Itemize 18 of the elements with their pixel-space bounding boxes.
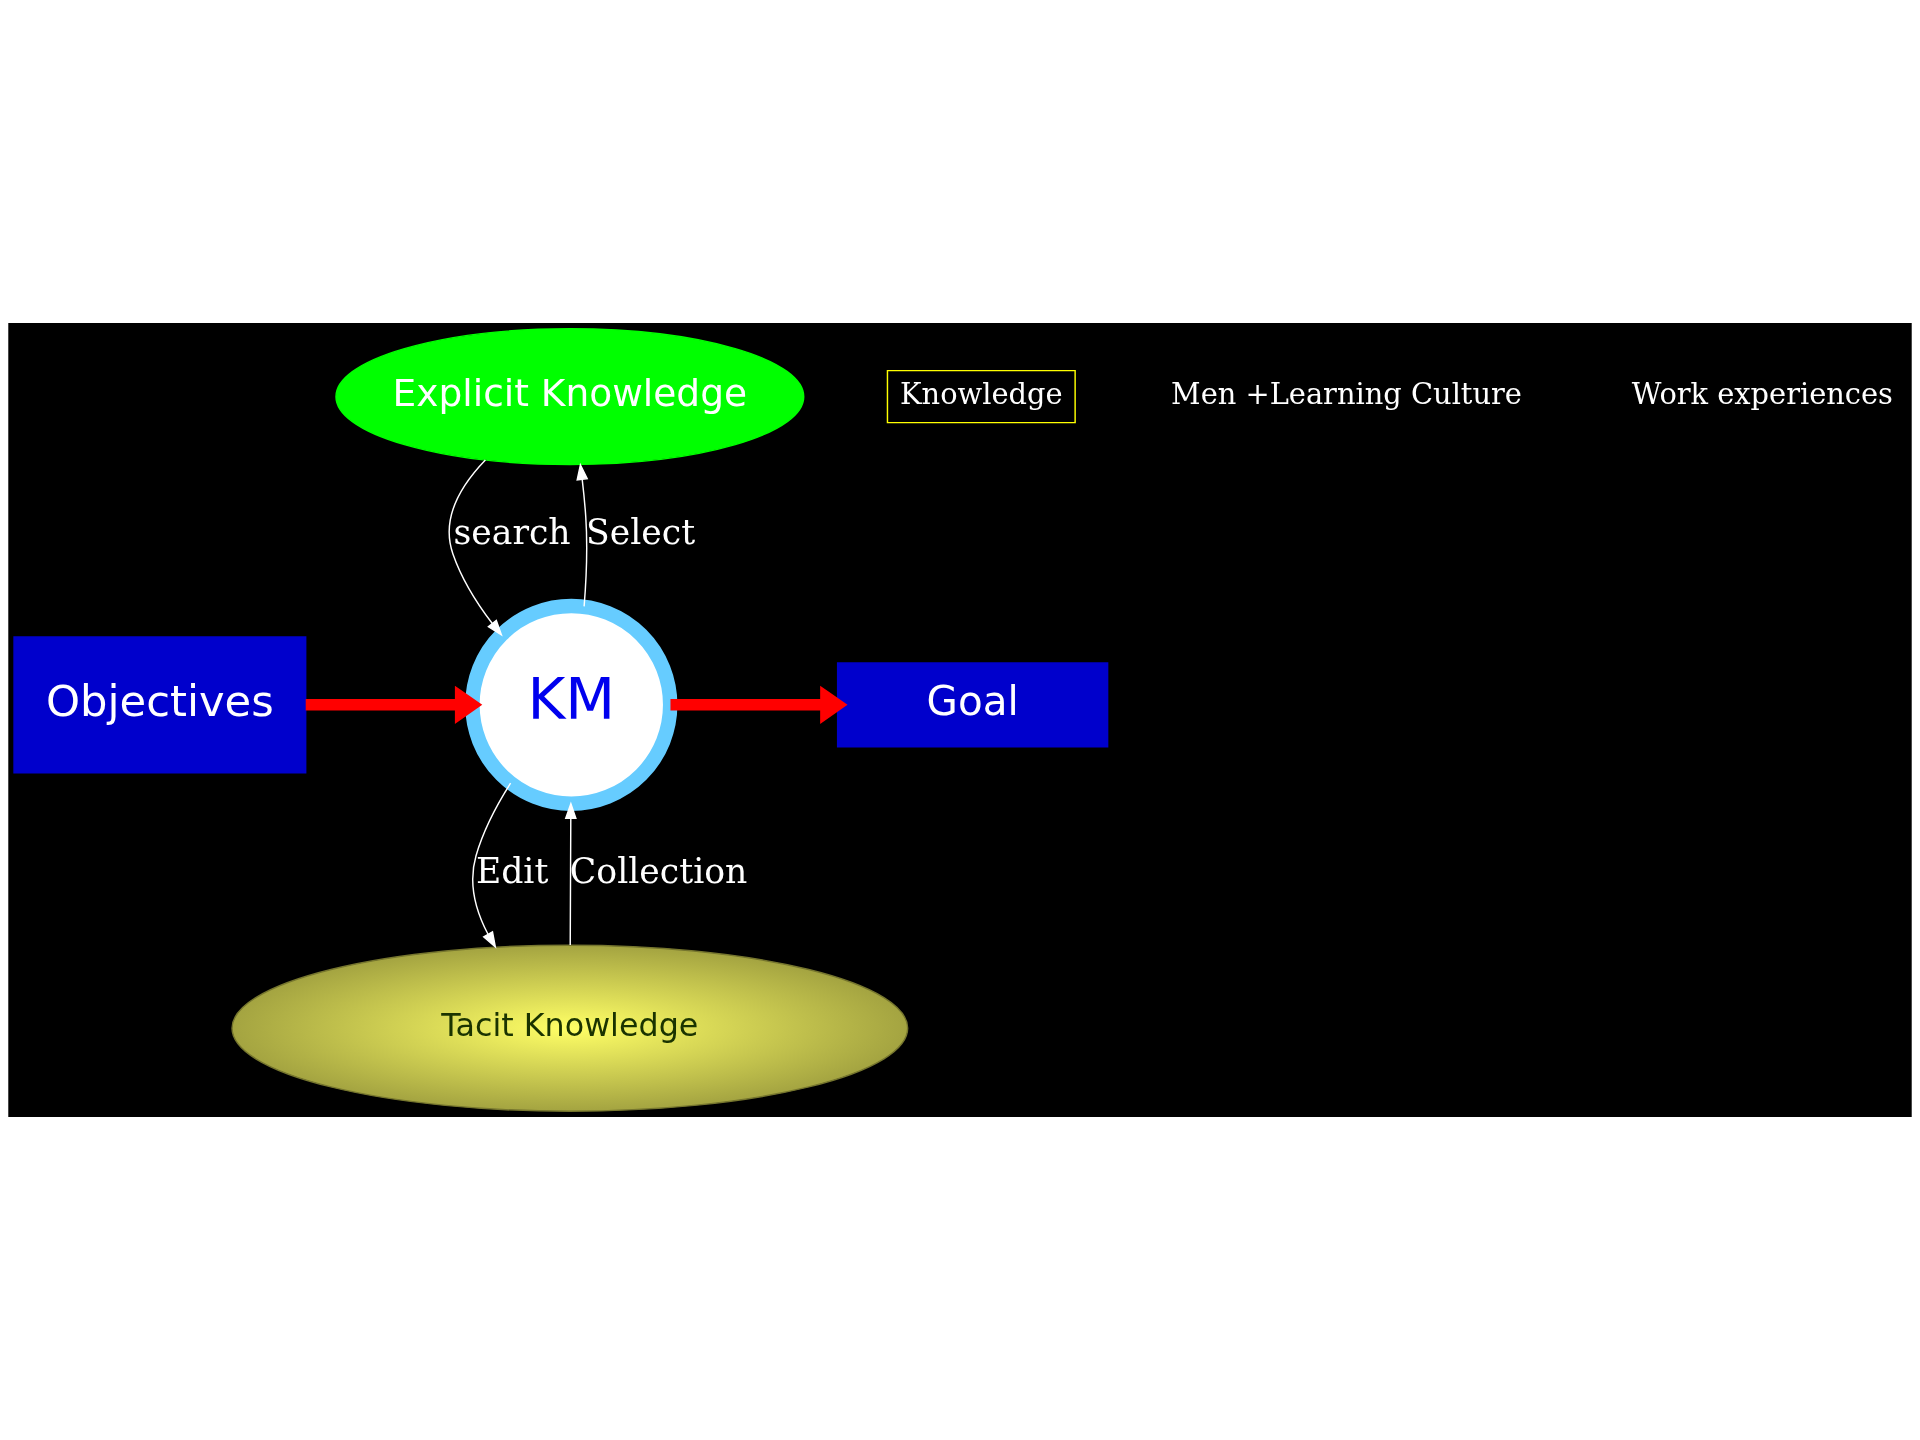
label: Work experiences [1631, 376, 1893, 411]
edge-label: Edit [475, 851, 549, 892]
arrow [472, 782, 512, 949]
node-box: Objectives [13, 636, 307, 774]
label: Knowledge [900, 376, 1063, 411]
arrow [670, 685, 848, 725]
node-box: Goal [836, 662, 1109, 748]
label: Men +Learning Culture [1171, 376, 1522, 411]
node-ellipse: Tacit Knowledge [231, 944, 909, 1112]
arrow [564, 801, 577, 946]
arrow [305, 685, 483, 725]
arrow [448, 459, 503, 637]
edge-label: Select [586, 512, 696, 553]
edge-label: Collection [569, 851, 748, 892]
node-circle: KM [465, 598, 678, 811]
edge-label: search [453, 512, 571, 553]
node-ellipse: Explicit Knowledge [335, 328, 805, 466]
arrow [576, 462, 589, 608]
